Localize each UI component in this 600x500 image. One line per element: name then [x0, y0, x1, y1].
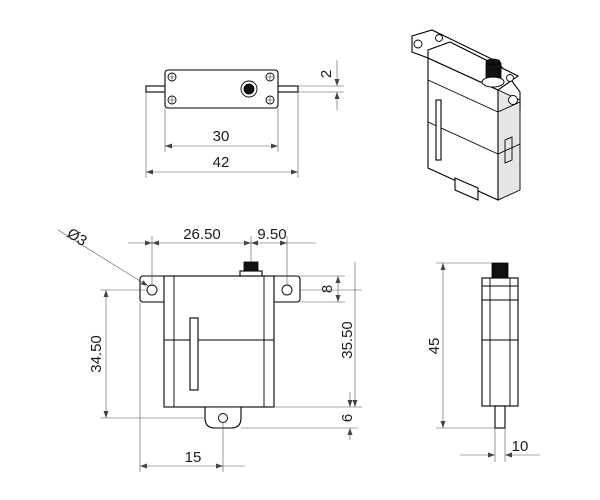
side-view-body — [481, 277, 519, 407]
dim-front-shaft-to-hole: 9.50 — [257, 226, 286, 243]
front-view: Ø3 26.50 9.50 8 35.50 6 34.50 — [57, 225, 362, 472]
front-view-body — [163, 275, 275, 408]
dim-side-height: 45 — [426, 338, 443, 355]
front-view-right-hole — [281, 284, 293, 296]
dim-front-left-to-shaft: 26.50 — [183, 226, 221, 243]
dim-side-width: 10 — [512, 438, 529, 455]
dim-front-body-height-left: 34.50 — [88, 335, 105, 373]
dim-hole-diameter: Ø3 — [64, 225, 90, 250]
dim-top-view-height: 2 — [318, 70, 335, 78]
dim-top-view-hole-spacing: 30 — [213, 128, 230, 145]
front-view-slot — [189, 317, 199, 391]
dim-front-bottom-tab: 6 — [339, 414, 356, 422]
top-view-screws — [167, 72, 275, 105]
dim-front-body-height-right: 35.50 — [339, 321, 356, 359]
top-view: 2 30 42 — [145, 60, 344, 178]
side-view: 45 10 — [426, 262, 540, 462]
top-view-body — [164, 69, 279, 109]
top-view-shaft-inner — [243, 83, 255, 95]
front-view-left-hole — [146, 284, 158, 296]
isometric-view — [411, 29, 521, 201]
side-view-shaft — [491, 262, 509, 279]
dim-front-flange-offset: 8 — [319, 285, 336, 293]
dim-top-view-total-length: 42 — [213, 154, 230, 171]
dim-front-tab-offset: 15 — [185, 449, 202, 466]
side-view-bottom-tab — [494, 405, 506, 429]
